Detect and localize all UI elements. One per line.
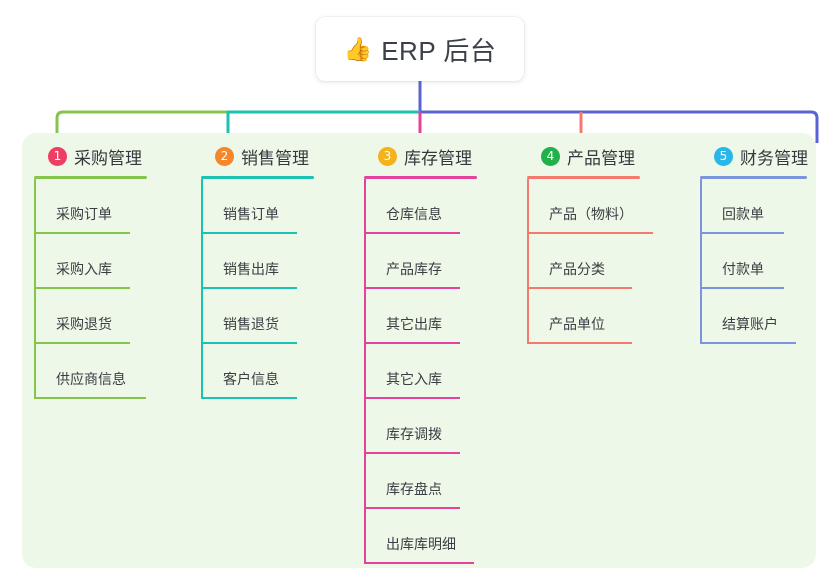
list-item-label: 其它出库 [386,316,442,332]
list-item-label: 客户信息 [223,371,279,387]
column-header[interactable]: 1 采购管理 [34,143,184,179]
column-header-rule [364,176,477,179]
list-item-rule [34,342,130,344]
page-title: ERP 后台 [381,35,497,66]
list-item-label: 产品库存 [386,261,442,277]
list-item-label: 库存盘点 [386,481,442,497]
list-item-rule [700,342,796,344]
list-item-rule [34,287,130,289]
column-spine [34,179,36,399]
content-panel [22,133,816,568]
column-title: 库存管理 [404,148,472,168]
list-item-label: 销售退货 [223,316,279,332]
list-item-rule [201,287,297,289]
list-item-rule [201,397,297,399]
list-item-rule [527,287,632,289]
column-header[interactable]: 5 财务管理 [700,143,839,179]
column-5: 5 财务管理回款单付款单结算账户 [700,143,839,344]
list-item-label: 产品（物料） [549,206,633,222]
list-item-rule [700,287,784,289]
column-spine [201,179,203,399]
column-spine [527,179,529,344]
column-number-badge: 5 [714,146,733,166]
column-spine [364,179,366,564]
thumbs-up-icon: 👍 [343,35,373,62]
column-3: 3 库存管理仓库信息产品库存其它出库其它入库库存调拨库存盘点出库库明细 [364,143,514,564]
list-item-label: 供应商信息 [56,371,126,387]
list-item-label: 产品分类 [549,261,605,277]
list-item-rule [364,342,460,344]
column-header[interactable]: 2 销售管理 [201,143,351,179]
list-item-label: 采购入库 [56,261,112,277]
column-number-badge: 3 [378,146,397,166]
list-item-label: 采购订单 [56,206,112,222]
list-item-rule [364,232,460,234]
root-title-card[interactable]: 👍 ERP 后台 [316,17,524,81]
column-number-badge: 2 [215,146,234,166]
column-spine [700,179,702,344]
list-item-rule [527,232,653,234]
list-item-rule [364,287,460,289]
list-item-rule [364,452,460,454]
column-header-rule [34,176,147,179]
list-item-rule [34,232,130,234]
list-item-rule [364,507,460,509]
column-header-rule [201,176,314,179]
column-title: 销售管理 [241,148,309,168]
list-item-label: 采购退货 [56,316,112,332]
column-header[interactable]: 3 库存管理 [364,143,514,179]
list-item-rule [201,232,297,234]
column-number-badge: 1 [48,146,67,166]
column-4: 4 产品管理产品（物料） 产品分类产品单位 [527,143,687,344]
list-item-label: 付款单 [722,261,764,277]
list-item-rule [527,342,632,344]
column-title: 采购管理 [74,148,142,168]
list-item-label: 仓库信息 [386,206,442,222]
list-item-label: 销售订单 [223,206,279,222]
column-title: 产品管理 [567,148,635,168]
list-item-label: 回款单 [722,206,764,222]
list-item-label: 其它入库 [386,371,442,387]
column-header[interactable]: 4 产品管理 [527,143,687,179]
list-item-rule [34,397,146,399]
list-item-label: 库存调拨 [386,426,442,442]
column-title: 财务管理 [740,148,808,168]
list-item-label: 销售出库 [223,261,279,277]
list-item-rule [364,397,460,399]
list-item-label: 结算账户 [722,316,778,332]
list-item-rule [364,562,474,564]
column-2: 2 销售管理销售订单销售出库销售退货客户信息 [201,143,351,399]
list-item-label: 出库库明细 [386,536,456,552]
column-header-rule [527,176,640,179]
column-number-badge: 4 [541,146,560,166]
column-header-rule [700,176,807,179]
list-item-label: 产品单位 [549,316,605,332]
list-item-rule [700,232,784,234]
list-item-rule [201,342,297,344]
column-1: 1 采购管理采购订单采购入库采购退货供应商信息 [34,143,184,399]
